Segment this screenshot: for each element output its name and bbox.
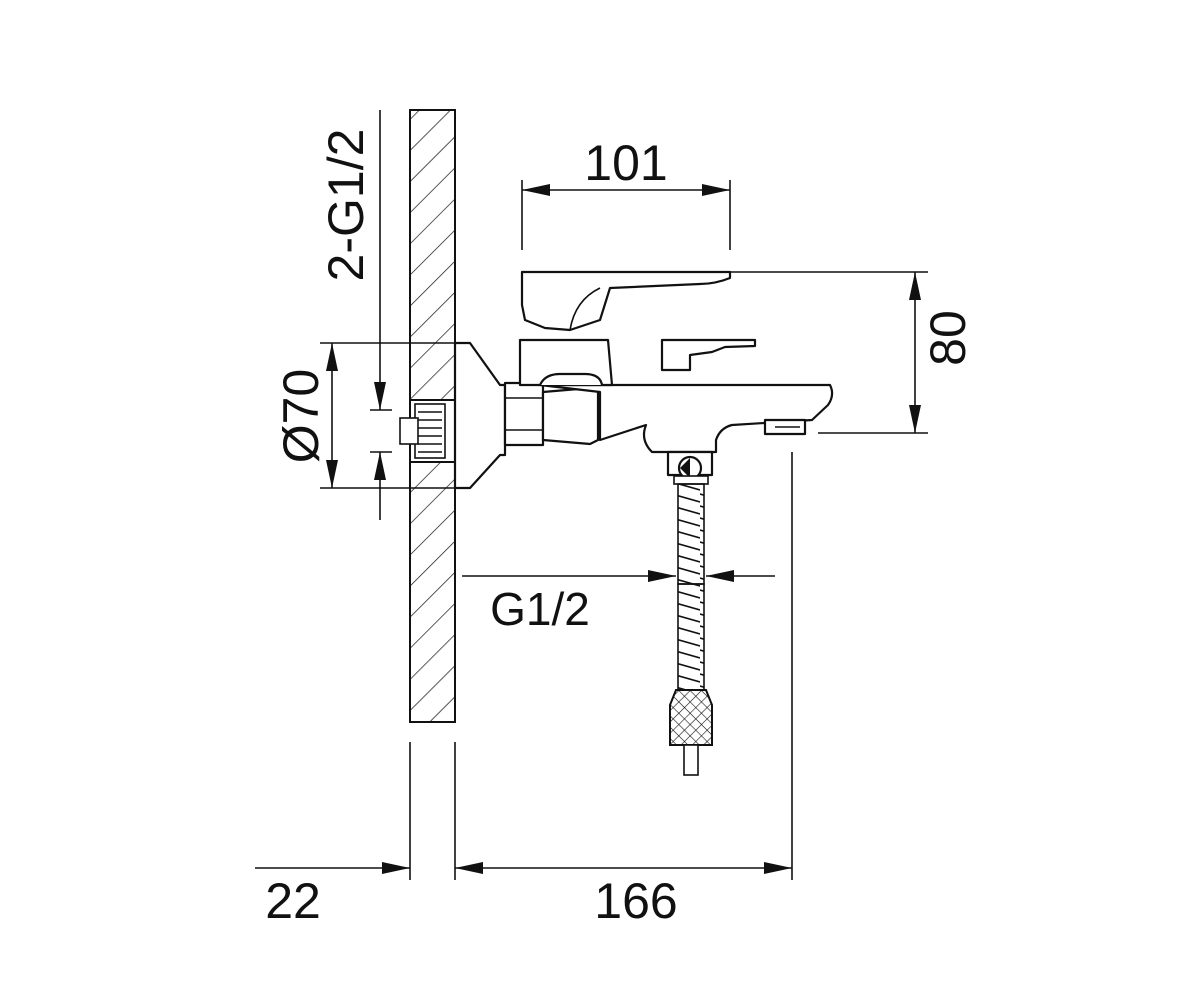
dim-80-label: 80 [920,310,976,366]
dimension-wall-thickness: 22 [255,862,410,929]
dimension-80: 80 [730,271,976,434]
wall-flange [453,341,507,490]
dimension-thread-connections: 2-G1/2 [318,110,392,520]
hose-end-fitting [669,689,713,746]
dim-166-label: 166 [594,873,677,929]
faucet-body [453,270,834,490]
dim-22-label: 22 [265,873,321,929]
main-body [538,383,834,454]
dimension-hose-thread: G1/2 [462,570,775,635]
dim-101-label: 101 [584,135,667,191]
dim-g12-label: G1/2 [490,583,590,635]
connecting-nut [503,381,545,447]
dimension-flange-diameter: Ø70 [273,342,470,489]
dim-2-g12-label: 2-G1/2 [318,129,374,282]
dimension-projection: 166 [455,452,793,929]
shower-hose [669,475,713,776]
dimension-101: 101 [521,135,731,250]
wall-section [399,109,456,880]
threaded-inlet [399,403,446,459]
lever-handle [520,270,732,332]
diverter-knob [660,338,757,372]
dim-70-label: Ø70 [273,369,329,464]
